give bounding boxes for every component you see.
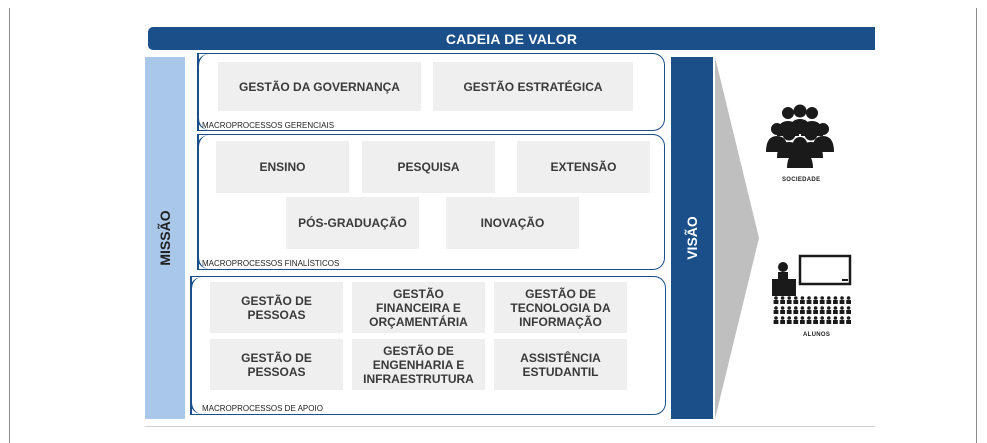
process-box-pessoas-2: GESTÃO DE PESSOAS: [210, 339, 343, 390]
vision-bar: VISÃO: [671, 57, 713, 419]
process-box-strategic: GESTÃO ESTRATÉGICA: [433, 62, 633, 111]
process-box-pos-graduacao: PÓS-GRADUAÇÃO: [286, 197, 419, 249]
classroom-icon: [770, 253, 856, 327]
process-box-ensino: ENSINO: [216, 141, 349, 193]
process-box-extensao: EXTENSÃO: [517, 141, 650, 193]
process-box-pesquisa: PESQUISA: [362, 141, 495, 193]
core-processes-caption: MACROPROCESSOS FINALÍSTICOS: [202, 259, 340, 268]
students-caption: ALUNOS: [803, 332, 831, 338]
process-box-governance: GESTÃO DA GOVERNANÇA: [218, 62, 421, 111]
process-box-engenharia: GESTÃO DE ENGENHARIA E INFRAESTRUTURA: [352, 339, 485, 390]
mission-label: MISSÃO: [157, 210, 173, 266]
management-processes-caption: MACROPROCESSOS GERENCIAIS: [202, 121, 335, 130]
people-group-icon: [765, 104, 835, 170]
process-box-pessoas-1: GESTÃO DE PESSOAS: [210, 282, 343, 333]
mission-bar: MISSÃO: [145, 57, 185, 419]
value-chain-header: CADEIA DE VALOR: [148, 27, 875, 50]
value-chain-title: CADEIA DE VALOR: [445, 30, 578, 47]
diagram-frame: [9, 8, 977, 443]
bottom-divider: [145, 426, 875, 427]
support-processes-caption: MACROPROCESSOS DE APOIO: [202, 404, 323, 413]
society-caption: SOCIEDADE: [782, 177, 821, 183]
process-box-financeira: GESTÃO FINANCEIRA E ORÇAMENTÁRIA: [352, 282, 485, 333]
process-box-ti: GESTÃO DE TECNOLOGIA DA INFORMAÇÃO: [494, 282, 627, 333]
vision-label: VISÃO: [684, 216, 700, 260]
process-box-assistencia: ASSISTÊNCIA ESTUDANTIL: [494, 339, 627, 390]
process-box-inovacao: INOVAÇÃO: [446, 197, 579, 249]
